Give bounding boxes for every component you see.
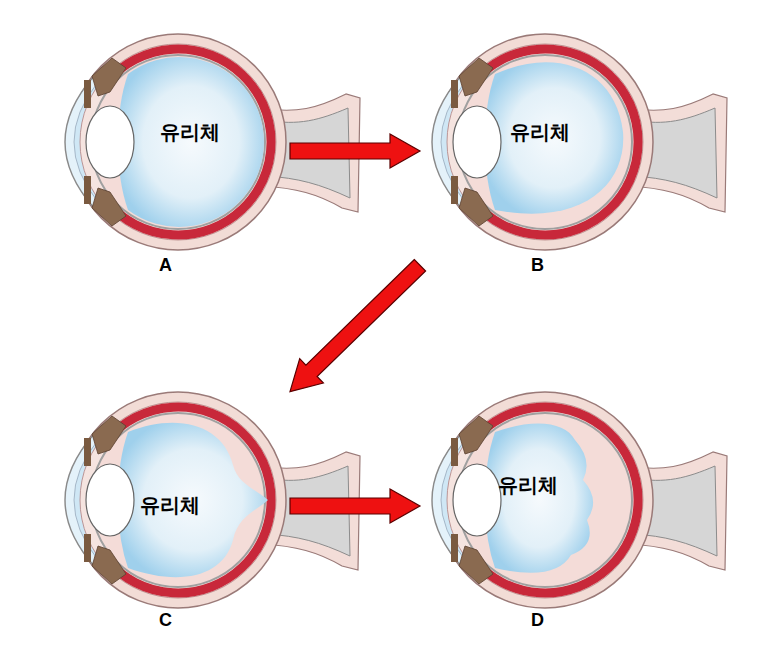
stage-letter: A	[159, 255, 172, 276]
vitreous-label: 유리체	[140, 494, 200, 517]
eye-stage: 유리체 C	[55, 375, 290, 637]
stage-letter: B	[531, 255, 544, 276]
vitreous-label: 유리체	[510, 121, 570, 144]
vitreous-label: 유리체	[498, 474, 558, 497]
progress-arrow	[290, 260, 426, 392]
eye-stage: 유리체 B	[420, 20, 655, 282]
eye-stage: 유리체 A	[55, 20, 290, 282]
progress-arrow	[290, 489, 420, 523]
progress-arrow	[290, 134, 420, 168]
stage-letter: C	[159, 610, 172, 631]
vitreous-label: 유리체	[160, 121, 220, 144]
stage-letter: D	[531, 610, 544, 631]
eye-stage: 유리체 D	[420, 375, 655, 637]
